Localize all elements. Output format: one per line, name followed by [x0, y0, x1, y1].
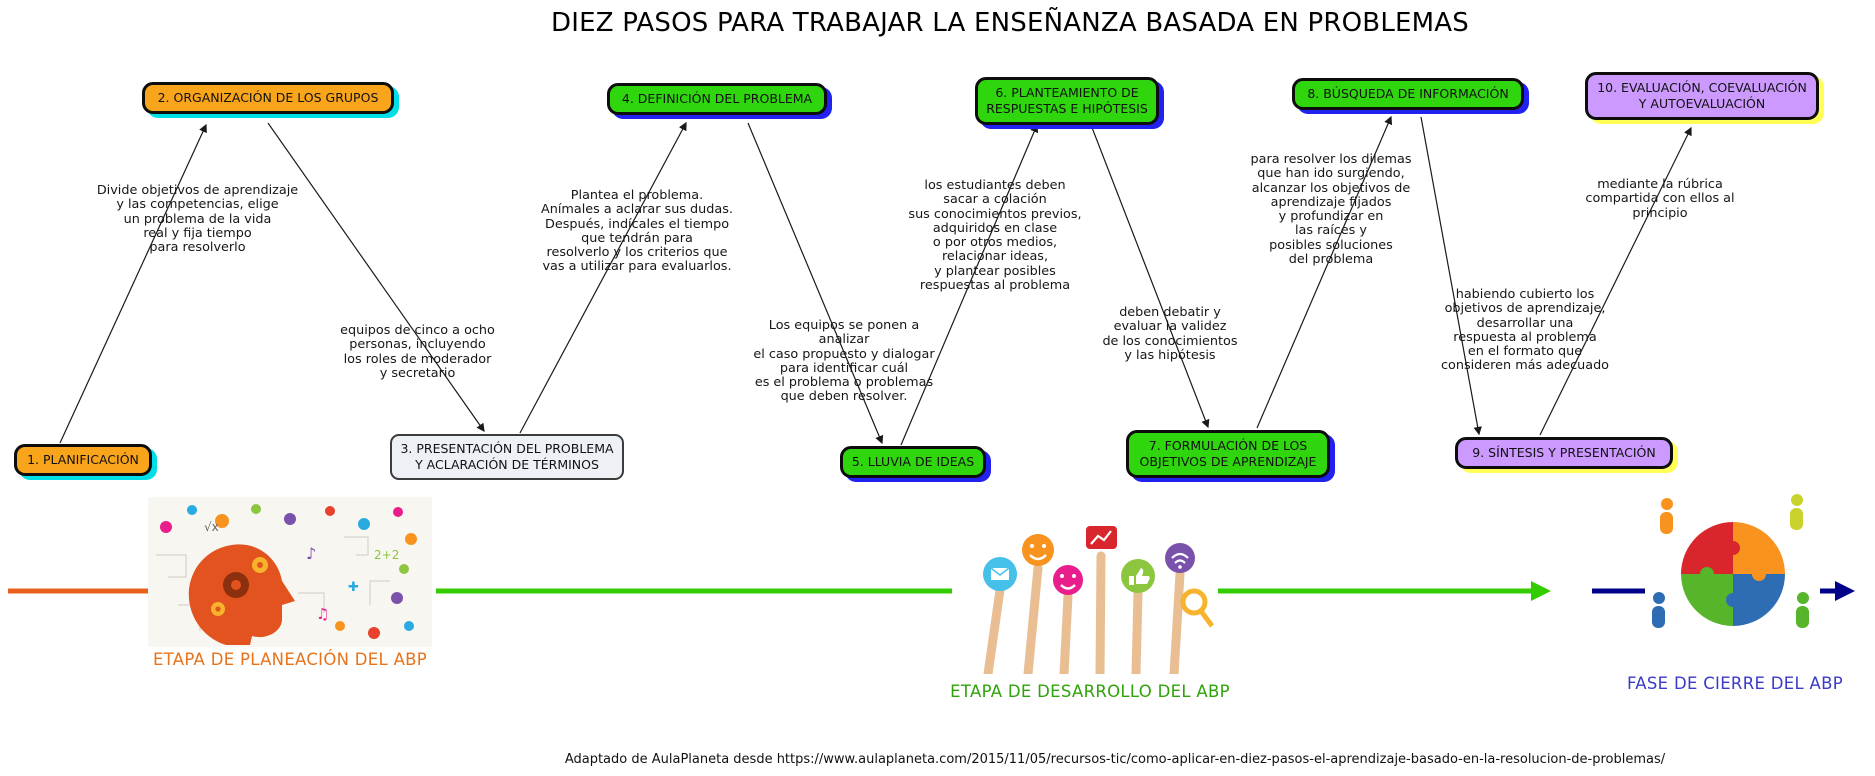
person-figure-icon	[1796, 592, 1809, 628]
page-title: DIEZ PASOS PARA TRABAJAR LA ENSEÑANZA BA…	[551, 8, 1469, 38]
step-box-3[interactable]: 3. PRESENTACIÓN DEL PROBLEMA Y ACLARACIÓ…	[390, 434, 624, 480]
connector-6-7	[1090, 124, 1210, 429]
connector-note-9-10: mediante la rúbrica compartida con ellos…	[1585, 177, 1735, 221]
connector-note-2-3: equipos de cinco a ocho personas, incluy…	[340, 323, 495, 381]
step-box-1[interactable]: 1. PLANIFICACIÓN	[14, 444, 152, 476]
person-figure-icon	[1652, 592, 1665, 628]
connector-note-8-9: habiendo cubierto los objetivos de apren…	[1440, 287, 1610, 374]
magnifier-icon	[1180, 588, 1215, 628]
thinking-head-illustration: ♪ ✚ ♫ √x 2+2	[148, 497, 432, 647]
phase-label-closing: FASE DE CIERRE DEL ABP	[1627, 674, 1843, 693]
connector-3-4	[519, 121, 687, 434]
speech-bubbles-hands-illustration	[958, 498, 1216, 674]
connector-note-5-6: los estudiantes deben sacar a colación s…	[908, 178, 1082, 294]
puzzle-ball-teamwork-illustration	[1645, 486, 1820, 664]
connector-2-3	[267, 122, 485, 433]
connector-note-6-7: deben debatir y evaluar la validez de lo…	[1102, 305, 1238, 363]
svg-text:2+2: 2+2	[374, 548, 399, 562]
svg-text:✚: ✚	[348, 580, 359, 595]
step-box-10[interactable]: 10. EVALUACIÓN, COEVALUACIÓN Y AUTOEVALU…	[1585, 72, 1819, 120]
step-box-4[interactable]: 4. DEFINICIÓN DEL PROBLEMA	[607, 83, 827, 115]
step-box-7[interactable]: 7. FORMULACIÓN DE LOS OBJETIVOS DE APREN…	[1126, 430, 1330, 478]
connector-note-7-8: para resolver los dilemas que han ido su…	[1250, 152, 1412, 268]
svg-text:√x: √x	[204, 520, 219, 534]
envelope-bubble-icon	[983, 557, 1017, 591]
wifi-bubble-icon	[1165, 543, 1195, 573]
thumbs-up-bubble-icon	[1121, 559, 1155, 593]
smiley-bubble-icon	[1022, 534, 1054, 566]
gear-icon	[211, 557, 268, 616]
puzzle-icon	[1681, 522, 1785, 626]
step-box-9[interactable]: 9. SÍNTESIS Y PRESENTACIÓN	[1455, 437, 1673, 469]
person-figure-icon	[1790, 494, 1803, 530]
step-box-8[interactable]: 8. BÚSQUEDA DE INFORMACIÓN	[1292, 78, 1524, 110]
phase-label-development: ETAPA DE DESARROLLO DEL ABP	[950, 682, 1230, 701]
phase-label-planning: ETAPA DE PLANEACIÓN DEL ABP	[152, 650, 428, 669]
attribution-footer: Adaptado de AulaPlaneta desde https://ww…	[564, 752, 1666, 767]
person-figure-icon	[1660, 498, 1673, 534]
connector-1-2	[59, 123, 207, 444]
connector-9-10	[1539, 126, 1692, 436]
chart-bubble-icon	[1086, 526, 1117, 549]
step-box-6[interactable]: 6. PLANTEAMIENTO DE RESPUESTAS E HIPÓTES…	[975, 77, 1159, 125]
connector-note-4-5: Los equipos se ponen a analizar el caso …	[753, 318, 935, 405]
svg-text:♫: ♫	[316, 605, 329, 623]
connector-note-3-4: Plantea el problema. Anímales a aclarar …	[541, 188, 733, 275]
step-box-2[interactable]: 2. ORGANIZACIÓN DE LOS GRUPOS	[142, 82, 394, 114]
connector-note-1-2: Divide objetivos de aprendizaje y las co…	[96, 183, 299, 256]
step-box-5[interactable]: 5. LLUVIA DE IDEAS	[840, 446, 986, 478]
svg-text:♪: ♪	[306, 544, 316, 563]
smiley-bubble-icon	[1053, 565, 1083, 595]
